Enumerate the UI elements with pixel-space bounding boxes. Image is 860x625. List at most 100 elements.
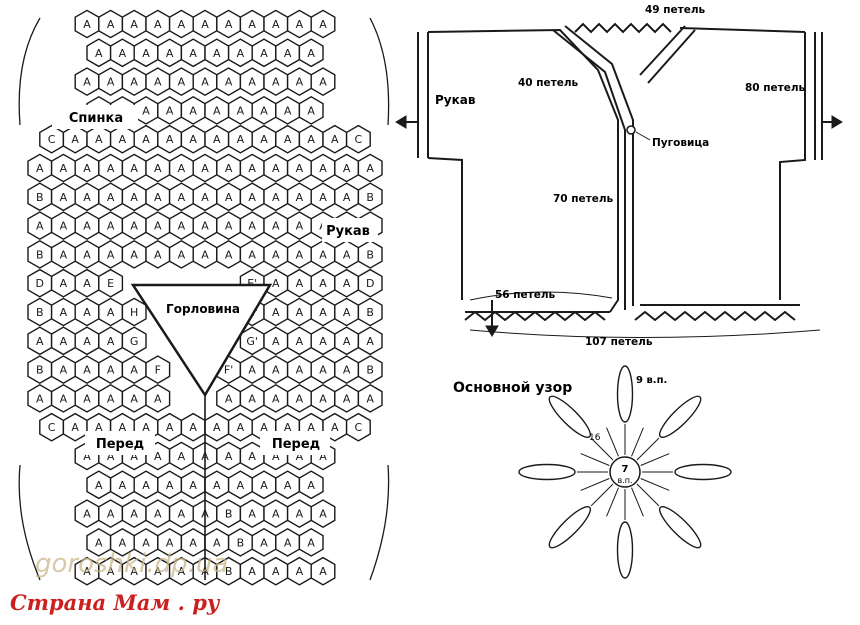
hex-cell-label: A (201, 248, 209, 261)
neckline-triangle (130, 283, 273, 398)
hex-cell-label: A (272, 220, 280, 233)
hex-cell (357, 326, 383, 356)
hex-cell-label: A (130, 392, 138, 405)
hex-cell-label: A (272, 18, 280, 31)
motif-stitch (631, 427, 644, 457)
hex-cell-label: A (319, 162, 327, 175)
hex-cell-label: A (319, 565, 327, 578)
hex-cell-label: A (343, 335, 351, 348)
hex-cell-label: A (178, 162, 186, 175)
hex-cell-label: A (95, 47, 103, 60)
right-side-seam (779, 32, 806, 300)
hex-cell (345, 124, 371, 154)
hex-cell-label: A (284, 47, 292, 60)
hex-cell-label: A (296, 508, 304, 521)
hex-cell (98, 268, 124, 298)
hex-cell-label: A (296, 364, 304, 377)
schematic-arrows (395, 115, 843, 337)
hex-cell-label: A (319, 18, 327, 31)
bottom-zigzag-right (634, 310, 796, 322)
hex-cell-label: A (366, 392, 374, 405)
hex-cell-label: A (154, 191, 162, 204)
motif-stitch (606, 427, 619, 457)
motif-petal (674, 463, 732, 481)
hex-cell-label: A (119, 536, 127, 549)
hex-cell-label: A (307, 133, 315, 146)
hex-cell-label: A (237, 479, 245, 492)
hex-cell-label: A (60, 306, 68, 319)
hex-cell-label: A (260, 421, 268, 434)
hex-cell-label: A (130, 450, 138, 463)
hex-cell-label: B (36, 306, 44, 319)
sleeve-chart-label: Рукав (326, 224, 370, 239)
hex-cell-label: D (366, 277, 374, 290)
left-side-seam (427, 157, 463, 300)
hex-cell-label: A (260, 133, 268, 146)
hex-cell-label: A (60, 191, 68, 204)
hex-cell-label: A (178, 18, 186, 31)
hex-cell-label: A (83, 18, 91, 31)
hex-cell-label: A (119, 47, 127, 60)
hex-cell-label: A (331, 421, 339, 434)
hex-cell-label: A (36, 335, 44, 348)
hex-cell-label: F (155, 364, 161, 377)
hex-cell-label: A (319, 450, 327, 463)
hex-cell-label: A (213, 421, 221, 434)
hex-cell-label: A (178, 450, 186, 463)
hex-cell-label: A (83, 162, 91, 175)
hex-cell-label: A (107, 76, 115, 89)
hex-cell (310, 67, 336, 97)
hex-cell-label: A (272, 306, 280, 319)
hex-cell-label: A (178, 191, 186, 204)
hex-cell-label: A (201, 18, 209, 31)
back-label: Спинка (69, 111, 123, 126)
hex-cell-label: A (119, 479, 127, 492)
motif-stitch (590, 483, 614, 507)
hex-cell-label: B (36, 191, 44, 204)
hex-cell-label: A (166, 133, 174, 146)
hex-cell-label: A (237, 421, 245, 434)
hex-cell-label: A (166, 479, 174, 492)
hex-cell-label: A (60, 277, 68, 290)
hex-cell-label: B (366, 191, 374, 204)
hex-cell-label: A (237, 133, 245, 146)
hex-cell-label: A (154, 220, 162, 233)
hex-cell-label: A (36, 220, 44, 233)
left-stitches-label: 40 петель (518, 77, 579, 89)
hex-cell-label: A (83, 450, 91, 463)
motif-stitch (606, 487, 619, 517)
motif-petal (659, 506, 702, 549)
front-band-right-2 (647, 29, 696, 84)
neck-zigzag (574, 22, 672, 34)
hex-cell-label: A (154, 392, 162, 405)
hex-cell-label: A (260, 47, 268, 60)
hex-cell (310, 499, 336, 529)
hex-cell-label: A (248, 18, 256, 31)
hex-cell-label: A (201, 76, 209, 89)
hex-cell-label: E' (247, 277, 257, 290)
center-chain-number: 7 (622, 464, 629, 475)
hex-cell-label: A (319, 191, 327, 204)
hex-cell-label: A (296, 76, 304, 89)
hex-cell-label: B (366, 306, 374, 319)
hex-cell-label: B (366, 248, 374, 261)
hex-cell-label: A (107, 335, 115, 348)
hex-cell-label: A (225, 392, 233, 405)
hex-cell-label: A (60, 364, 68, 377)
hex-cell-label: A (83, 364, 91, 377)
hex-cell-label: A (213, 536, 221, 549)
hex-cell-label: A (154, 450, 162, 463)
hex-cell-label: A (272, 364, 280, 377)
hex-cell (310, 556, 336, 586)
hex-cell-label: A (296, 277, 304, 290)
hex-cell-label: A (284, 536, 292, 549)
front-right-label: Перед (272, 437, 320, 452)
hex-cell-label: C (48, 421, 56, 434)
hex-cell-label: A (296, 392, 304, 405)
total-width-label: 107 петель (585, 336, 653, 348)
hex-cell-label: A (343, 364, 351, 377)
hex-cell-label: A (107, 450, 115, 463)
right-shoulder (679, 27, 806, 33)
hex-cell-label: A (248, 392, 256, 405)
hex-cell-label: A (154, 162, 162, 175)
